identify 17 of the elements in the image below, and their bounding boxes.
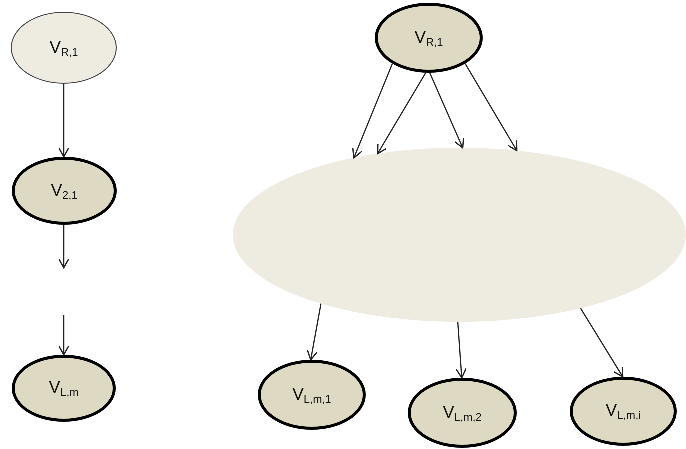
node-label: V$_{L,m,2}$ — [443, 402, 482, 424]
arrow — [58, 225, 70, 269]
node-label: V$_{R,1}$ — [50, 38, 78, 58]
arrow — [58, 84, 70, 158]
node-label: V$_{R,1}$ — [414, 28, 444, 48]
node-label: V$_{L,m,1}$ — [292, 384, 332, 406]
node-label: V$_{L,m,i}$ — [606, 401, 642, 422]
arrow — [429, 72, 465, 149]
arrow — [377, 72, 427, 154]
arrow — [352, 64, 394, 159]
arrow — [464, 64, 518, 152]
node-label: V$_{L,m}$ — [49, 378, 79, 399]
node-label: V$_{2,1}$ — [51, 180, 78, 202]
arrow — [307, 304, 322, 361]
arrow — [580, 308, 624, 378]
arrow — [58, 315, 70, 356]
arrow — [456, 322, 467, 379]
